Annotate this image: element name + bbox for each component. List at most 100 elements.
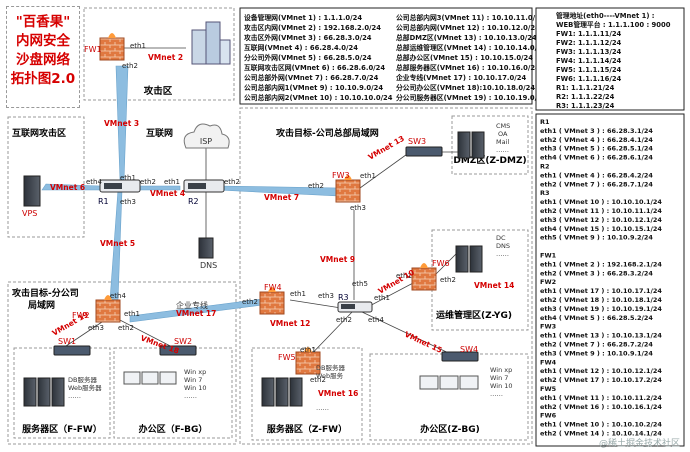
zone-hq-box: [239, 107, 533, 445]
fw5-label: FW5: [278, 353, 296, 362]
dns-label: DNS: [200, 261, 217, 270]
subnet-col1-row-3: 互联网(VMnet 4) : 66.28.4.0/24: [244, 43, 358, 52]
zone-hq-label: 攻击目标-公司总部局域网: [276, 127, 379, 139]
mail-label: Mail: [496, 138, 509, 146]
iface-row-28: eth1 ( VMnet 12 ) : 10.10.12.1/24: [540, 367, 662, 375]
subnet-list-col2: 公司总部内网3(VMnet 11) : 10.10.11.0/24公司总部内网(…: [395, 13, 547, 102]
hq-servers-icon: [261, 377, 303, 407]
vmnet-arrows: [41, 65, 341, 301]
dns-server-icon: [198, 237, 214, 259]
mgmt-row-9: R2: 1.1.1.22/24: [556, 93, 615, 101]
hq-db-label: DB服务器: [316, 363, 345, 372]
subnet-col1-row-1: 攻击区内网(VMnet 2) : 192.168.2.0/24: [244, 23, 381, 32]
branch-winxp-label: Win xp: [184, 368, 206, 376]
switch-sw4-icon: [441, 351, 479, 362]
r2-label: R2: [188, 197, 199, 206]
iface-row-21: eth3 ( VMnet 19 ) : 10.10.19.1/24: [540, 305, 662, 313]
fw6-label: FW6: [432, 259, 450, 268]
mgmt-row-7: FW6: 1.1.1.16/24: [556, 75, 622, 83]
fw5-eth2: eth2: [310, 376, 326, 384]
zone-office-zbg-label: 办公区(Z-BG): [420, 423, 480, 435]
mgmt-row-5: FW4: 1.1.1.14/24: [556, 57, 622, 65]
mgmt-row-3: FW2: 1.1.1.12/24: [556, 39, 622, 47]
iface-row-6: eth1 ( VMnet 4 ) : 66.28.4.2/24: [540, 171, 653, 179]
vps-server-icon: [23, 175, 41, 207]
switch-sw3-icon: [405, 146, 443, 157]
subnet-col1-row-0: 设备管理网(VMnet 1) : 1.1.1.0/24: [244, 13, 362, 22]
fw1-label: FW1: [84, 45, 102, 54]
iface-row-16: eth1 ( VMnet 2 ) : 192.168.2.1/24: [540, 260, 662, 268]
fw3-eth2: eth2: [308, 182, 324, 190]
iface-row-35: eth2 ( VMnet 14 ) : 10.10.14.1/24: [540, 430, 662, 438]
iface-row-9: eth1 ( VMnet 10 ) : 10.10.10.1/24: [540, 198, 662, 206]
iface-row-17: eth2 ( VMnet 3 ) : 66.28.3.2/24: [540, 269, 653, 277]
router-r2-icon: [183, 179, 225, 193]
hq-pc-more-label: ……: [490, 390, 503, 398]
iface-row-7: eth2 ( VMnet 7 ) : 66.28.7.1/24: [540, 180, 653, 188]
subnet-col2-row-3: 总部运维管理区(VMnet 14) : 10.10.14.0/24: [396, 43, 547, 52]
ops-more-label: ……: [496, 250, 509, 258]
iface-row-13: eth5 ( VMnet 9 ) : 10.10.9.2/24: [540, 234, 653, 242]
zone-office-zbg-box: [369, 353, 529, 441]
iface-row-30: FW5: [540, 385, 557, 393]
fw6-eth1: eth1: [396, 272, 412, 280]
vmnet12-label: VMnet 12: [270, 319, 310, 328]
iface-row-25: eth2 ( VMnet 7 ) : 66.28.7.2/24: [540, 341, 653, 349]
mgmt-row-1: WEB管理平台 : 1.1.1.100 : 9000: [556, 20, 671, 29]
device-labels: FW1 R1 R2 R3 FW2 FW3 FW4 FW5 FW6 SW1 SW2…: [22, 45, 478, 362]
r1-label: R1: [98, 197, 109, 206]
firewall-fw5-icon: [295, 347, 321, 375]
r3-label: R3: [338, 293, 349, 302]
subnet-col2-row-7: 分公司办公区(VMnet 18):10.10.18.0/24: [396, 83, 535, 92]
fw3-eth1: eth1: [360, 172, 376, 180]
iface-row-24: eth1 ( VMnet 13 ) : 10.10.13.1/24: [540, 332, 662, 340]
r3-eth4: eth4: [368, 316, 384, 324]
fw4-eth2: eth2: [242, 298, 258, 306]
mgmt-row-8: R1: 1.1.1.21/24: [556, 84, 615, 92]
router-r3-icon: [337, 301, 373, 313]
fw3-eth3: eth3: [350, 204, 366, 212]
mgmt-row-6: FW5: 1.1.1.15/24: [556, 66, 622, 74]
zone-branch-label-2: 局域网: [28, 299, 55, 311]
firewall-fw4-icon: [259, 287, 285, 315]
subnet-col1-row-4: 分公司外网(VMnet 5) : 66.28.5.0/24: [244, 53, 372, 62]
r3-eth3: eth3: [318, 292, 334, 300]
iface-row-33: FW6: [540, 412, 557, 420]
fw1-eth2: eth2: [122, 62, 138, 70]
subnet-col2-row-6: 企业专线(VMnet 17) : 10.10.17.0/24: [395, 73, 526, 82]
iface-row-1: eth1 ( VMnet 3 ) : 66.28.3.1/24: [540, 127, 653, 135]
mgmt-row-4: FW3: 1.1.1.13/24: [556, 48, 622, 56]
vmnet7-label: VMnet 7: [264, 193, 299, 202]
vmnet9-label: VMnet 9: [320, 255, 355, 264]
dmz-servers-icon: [457, 131, 485, 159]
vmnet6-label: VMnet 6: [50, 183, 85, 192]
iface-row-23: FW3: [540, 323, 556, 331]
branch-win7-label: Win 7: [184, 376, 202, 384]
zone-internet-label: 互联网: [146, 127, 173, 139]
iface-row-22: eth4 ( VMnet 5 ) : 66.28.5.2/24: [540, 314, 653, 322]
firewall-fw6-icon: [411, 263, 437, 291]
r2-eth1: eth1: [164, 178, 180, 186]
sw4-label: SW4: [460, 345, 478, 354]
fw4-eth1: eth1: [290, 290, 306, 298]
mgmt-row-10: R3: 1.1.1.23/24: [556, 102, 615, 110]
iface-row-4: eth4 ( VMnet 6 ) : 66.28.6.1/24: [540, 154, 653, 162]
ops-servers-icon: [455, 245, 483, 273]
hq-web-label: Web服务: [316, 371, 344, 380]
iface-row-12: eth4 ( VMnet 15 ) : 10.10.15.1/24: [540, 225, 662, 233]
oa-label: OA: [498, 130, 508, 138]
zone-internet-attack-label: 互联网攻击区: [12, 127, 66, 139]
hq-srv-more-label: ……: [316, 404, 329, 412]
fw2-eth1: eth1: [124, 310, 140, 318]
subnet-col1-row-5: 互联网攻击区网(VMnet 6) : 66.28.6.0/24: [244, 63, 385, 72]
vmnet2-label: VMnet 2: [148, 53, 183, 62]
vmnet4-label: VMnet 4: [150, 189, 185, 198]
router-r1-icon: [99, 179, 141, 193]
vmnet3-label: VMnet 3: [104, 119, 139, 128]
fw1-eth1: eth1: [130, 42, 146, 50]
subnet-col2-row-2: 总部DMZ区(VMnet 13) : 10.10.13.0/24: [396, 33, 537, 42]
branch-win10-label: Win 10: [184, 384, 207, 392]
